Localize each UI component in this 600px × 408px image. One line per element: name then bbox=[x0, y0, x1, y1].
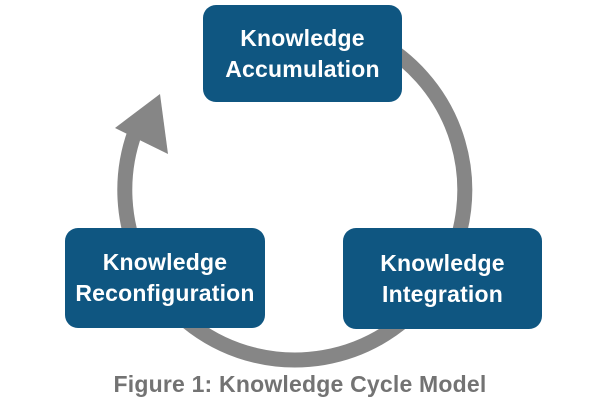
node-knowledge-accumulation: Knowledge Accumulation bbox=[203, 5, 402, 102]
figure-caption: Figure 1: Knowledge Cycle Model bbox=[113, 371, 487, 397]
node-label-line: Integration bbox=[381, 280, 504, 307]
node-knowledge-reconfiguration: Knowledge Reconfiguration bbox=[65, 228, 265, 328]
node-knowledge-integration: Knowledge Integration bbox=[343, 228, 542, 329]
node-label-line: Knowledge bbox=[380, 249, 505, 276]
arrow-head-icon bbox=[115, 94, 168, 154]
node-label-line: Knowledge bbox=[240, 24, 365, 51]
node-label-line: Reconfiguration bbox=[75, 280, 255, 306]
node-label-line: Knowledge bbox=[102, 249, 228, 275]
node-label-line: Accumulation bbox=[225, 55, 380, 82]
